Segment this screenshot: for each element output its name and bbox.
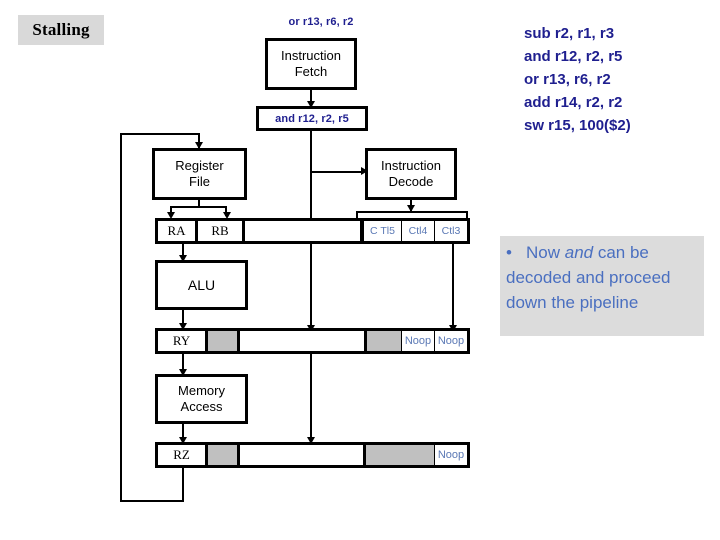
cell-ry: RY — [158, 331, 208, 351]
arrowhead-decode-to-ctl — [407, 205, 415, 212]
cell-ctl3: Ctl3 — [434, 221, 467, 241]
instruction-tag-or: or r13, r6, r2 — [288, 16, 354, 28]
code-line-5: sw r15, 100($2) — [524, 117, 631, 134]
register-file-line1: Register — [175, 158, 224, 173]
arrowhead-ir-to-decode — [361, 167, 368, 175]
note-emphasis: and — [564, 243, 594, 262]
note-bullet-block: • Now and can be decoded and proceed down… — [500, 236, 704, 336]
instruction-decode-box: Instruction Decode — [365, 148, 457, 200]
cell-rb: RB — [198, 221, 245, 241]
arrowhead-wb-to-regfile — [195, 142, 203, 149]
note-part1: Now — [526, 243, 565, 262]
instruction-fetch-line2: Fetch — [294, 64, 328, 79]
wire-wb-left-bottom — [120, 500, 184, 502]
wire-ry-to-memory — [182, 354, 184, 374]
memory-access-box: Memory Access — [155, 374, 248, 424]
bullet-icon: • — [506, 243, 512, 262]
memory-access-line1: Memory — [178, 383, 225, 398]
wire-ctl3-to-ry — [452, 244, 454, 332]
instruction-decode-line1: Instruction — [381, 158, 441, 173]
pipeline-register-mem-wb: RZ Noop — [155, 442, 470, 468]
arrowhead-ra-to-alu — [179, 255, 187, 262]
instruction-fetch-box: Instruction Fetch — [265, 38, 357, 90]
cell-ry-gray-1 — [208, 331, 240, 351]
memory-access-line2: Access — [180, 399, 223, 414]
pipeline-register-id-ex: RA RB C Tl5 Ctl4 Ctl3 — [155, 218, 470, 244]
page-title: Stalling — [18, 15, 104, 45]
cell-rz: RZ — [158, 445, 208, 465]
cell-ry-noop-1: Noop — [401, 331, 434, 351]
cell-rz-gray-1 — [208, 445, 240, 465]
cell-ctl5: C Tl5 — [363, 221, 401, 241]
code-line-4: add r14, r2, r2 — [524, 94, 623, 111]
arrowhead-trunk-to-rz — [307, 437, 315, 444]
cell-ra: RA — [158, 221, 198, 241]
wire-memory-to-rz — [182, 424, 184, 442]
page-title-text: Stalling — [32, 20, 90, 39]
wire-ra-to-alu — [182, 244, 184, 260]
cell-rz-noop-1: Noop — [434, 445, 467, 465]
cell-ctl4: Ctl4 — [401, 221, 434, 241]
wire-fetch-to-ir — [310, 90, 312, 104]
wire-wb-down — [182, 468, 184, 502]
cell-ry-gray-2 — [367, 331, 401, 351]
arrowhead-fetch-to-ir — [307, 101, 315, 108]
pipeline-register-ex-mem: RY Noop Noop — [155, 328, 470, 354]
instruction-decode-line2: Decode — [388, 174, 434, 189]
code-listing: sub r2, r1, r3 and r12, r2, r5 or r13, r… — [524, 22, 714, 137]
decode-fanout-bracket — [356, 211, 468, 220]
ir-box-and: and r12, r2, r5 — [256, 106, 368, 131]
wire-wb-left-riser — [120, 133, 122, 502]
arrowhead-to-rb — [223, 212, 231, 219]
cell-ry-noop-2: Noop — [434, 331, 467, 351]
arrowhead-to-ra — [167, 212, 175, 219]
wire-wb-into-regfile — [198, 133, 200, 150]
arrowhead-alu-to-ry — [179, 323, 187, 330]
wire-wb-top — [120, 133, 200, 135]
alu-label: ALU — [187, 277, 216, 293]
code-line-2: and r12, r2, r5 — [524, 48, 623, 65]
register-file-line2: File — [189, 174, 210, 189]
alu-box: ALU — [155, 260, 248, 310]
wire-alu-to-ry — [182, 310, 184, 328]
code-line-1: sub r2, r1, r3 — [524, 25, 615, 42]
register-file-box: Register File — [152, 148, 247, 200]
arrowhead-ry-to-memory — [179, 369, 187, 376]
cell-ry-blank — [240, 331, 367, 351]
note-part2: can be decoded and proceed down the pipe… — [506, 243, 671, 312]
wire-ir-to-decode — [310, 171, 363, 173]
register-file-fanout-bracket — [170, 206, 227, 216]
code-line-3: or r13, r6, r2 — [524, 71, 611, 88]
cell-rz-gray-2 — [366, 445, 400, 465]
wire-ir-trunk — [310, 131, 312, 227]
wire-trunk-id-to-ry — [310, 244, 312, 332]
cell-rz-blank — [240, 445, 366, 465]
arrowhead-memory-to-rz — [179, 437, 187, 444]
cell-id-ex-blank — [245, 221, 363, 241]
cell-rz-gray-3 — [400, 445, 434, 465]
wire-regfile-stem — [198, 200, 200, 207]
instruction-fetch-line1: Instruction — [281, 48, 341, 63]
wire-trunk-ry-to-rz — [310, 354, 312, 444]
